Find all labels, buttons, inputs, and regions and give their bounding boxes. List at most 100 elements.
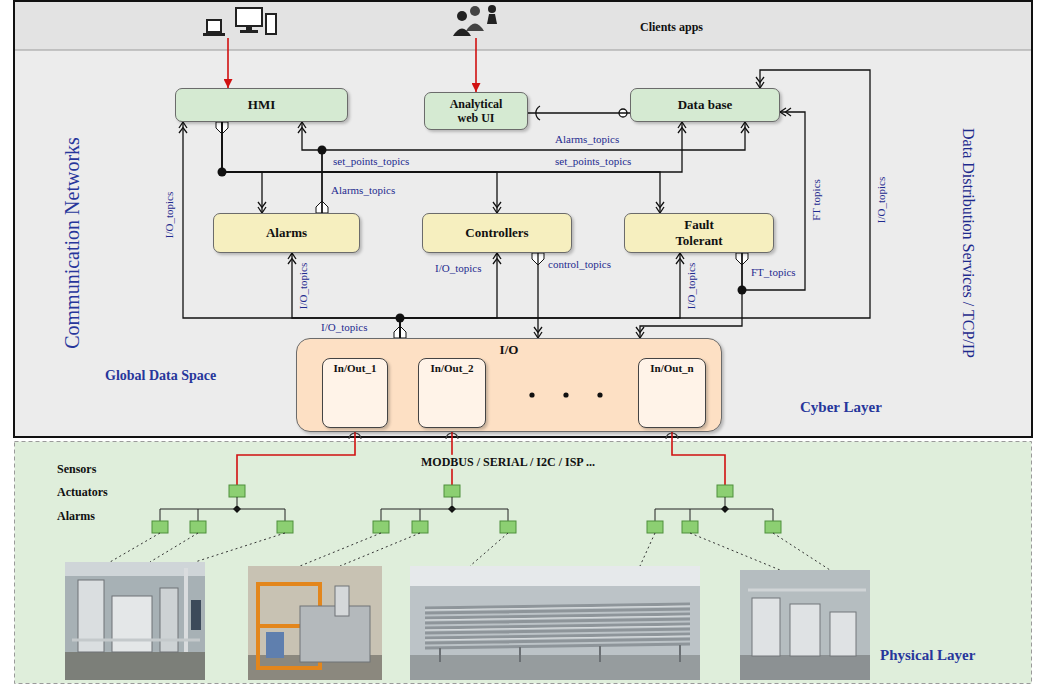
photo-floor [65, 652, 205, 680]
tree-line [655, 509, 773, 521]
topic-label: set_points_topics [330, 155, 412, 168]
tank [160, 588, 178, 652]
topic-label: Alarms_topics [328, 184, 398, 197]
plant-photo [740, 570, 870, 680]
tank [112, 596, 152, 652]
text-holder: Actuators [57, 485, 108, 499]
layer-title: Cyber Layer [800, 398, 882, 416]
topic-label: I/O_topics [163, 189, 176, 241]
service-box: Controllers [422, 213, 572, 253]
topic-connector [292, 253, 400, 338]
cyber-band-fill [15, 50, 1031, 436]
topic-label: set_points_topics [552, 155, 634, 168]
legend-row-label: Sensors [57, 462, 96, 476]
device-square [765, 521, 781, 533]
field-bus-wire [237, 441, 355, 485]
text-holder: FT topics [810, 176, 823, 224]
heat-exchanger-tubes [425, 604, 690, 648]
device-square [229, 485, 245, 497]
topic-connector [742, 112, 805, 290]
service-box: Alarms [213, 213, 360, 253]
text-holder: I/O_topics [685, 260, 698, 312]
client-apps-band: Clients apps [15, 2, 1031, 50]
pipe [72, 639, 200, 642]
tree-line [452, 497, 453, 505]
topic-connector [640, 253, 742, 338]
photo-ground [65, 562, 205, 680]
box-label: HMI [248, 97, 275, 113]
io-box: In/Out_1In/Out_2In/Out_nI/O [296, 338, 722, 432]
physical-band-fill [15, 442, 1032, 684]
physical-layer-band: MODBUS / SERIAL / I2C / ISP ...SensorsAc… [14, 441, 1032, 684]
text-holder: Alarms_topics [552, 133, 622, 146]
panel [266, 632, 284, 658]
text-holder: I/O_topics [297, 260, 310, 312]
text-holder: Sensors [57, 462, 96, 476]
field-bus-wire [672, 441, 725, 485]
topic-label: I/O_topics [297, 260, 310, 312]
client-wire [475, 38, 477, 50]
tree-line [160, 509, 285, 521]
tree-line [237, 497, 238, 505]
tank [790, 604, 820, 656]
client-wire [227, 38, 229, 50]
plant-photo [248, 566, 382, 680]
text-holder: Communication Networks [60, 137, 84, 349]
text-holder: I/O_topics [163, 189, 176, 241]
text-holder: I/O_topics [432, 262, 484, 275]
topic-label: I/O_topics [318, 321, 370, 334]
link-connector [475, 50, 477, 92]
photo-floor [740, 655, 870, 680]
box-label: Data base [678, 97, 733, 113]
laptop-screen [207, 20, 221, 32]
people-icon [453, 5, 497, 36]
person-body [487, 14, 497, 24]
topic-connector [322, 122, 745, 213]
topic-connector [400, 70, 870, 338]
legend-row-label: Actuators [57, 485, 108, 499]
device-square [682, 521, 698, 533]
box-label: In/Out_1 [334, 362, 377, 375]
device-square [190, 521, 206, 533]
plant-photo [65, 562, 205, 680]
box-label: Fault Tolerant [667, 217, 731, 248]
box-label: Controllers [465, 225, 528, 241]
photo-ground [410, 566, 700, 680]
device-square [373, 521, 389, 533]
text-holder: Clients apps [640, 20, 703, 34]
layer-title: Data Distribution Services / TCP/IP [958, 128, 977, 358]
monitor-base [240, 30, 258, 33]
ellipsis-dot [563, 392, 568, 397]
text-holder: Cyber Layer [800, 398, 882, 416]
text-holder: Data Distribution Services / TCP/IP [958, 128, 977, 358]
topic-connector [400, 253, 497, 338]
band-label: Clients apps [640, 20, 703, 34]
text-holder: control_topics [545, 258, 614, 271]
topic-connector [400, 253, 680, 338]
device-tree [152, 485, 293, 533]
topic-connector [537, 253, 538, 338]
box-label: In/Out_2 [431, 362, 474, 375]
computer-tower [266, 14, 276, 34]
support-legs [440, 645, 680, 662]
tank [830, 612, 856, 656]
device-square [717, 485, 733, 497]
pipe [748, 589, 866, 592]
topic-connector [222, 122, 497, 213]
text-holder: I/O_topics [318, 321, 370, 334]
ellipsis-dot [597, 392, 602, 397]
box-label: Analytical web UI [440, 97, 512, 126]
cyber-layer-band: HMI Analytical web UI Data baseAlarms Contr… [15, 50, 1031, 436]
legend-row-label: Alarms [57, 509, 95, 523]
io-channel-box: In/Out_2 [418, 358, 486, 428]
topic-connector [222, 122, 262, 213]
text-holder: Alarms [57, 509, 95, 523]
tree-line [725, 497, 726, 505]
topic-label: FT_topics [748, 266, 799, 279]
layer-title: Global Data Space [105, 368, 216, 385]
computer-icons [203, 8, 276, 36]
topic-label: I/O_topics [685, 260, 698, 312]
io-channel-box: In/Out_1 [322, 358, 388, 428]
tree-line [381, 509, 508, 521]
